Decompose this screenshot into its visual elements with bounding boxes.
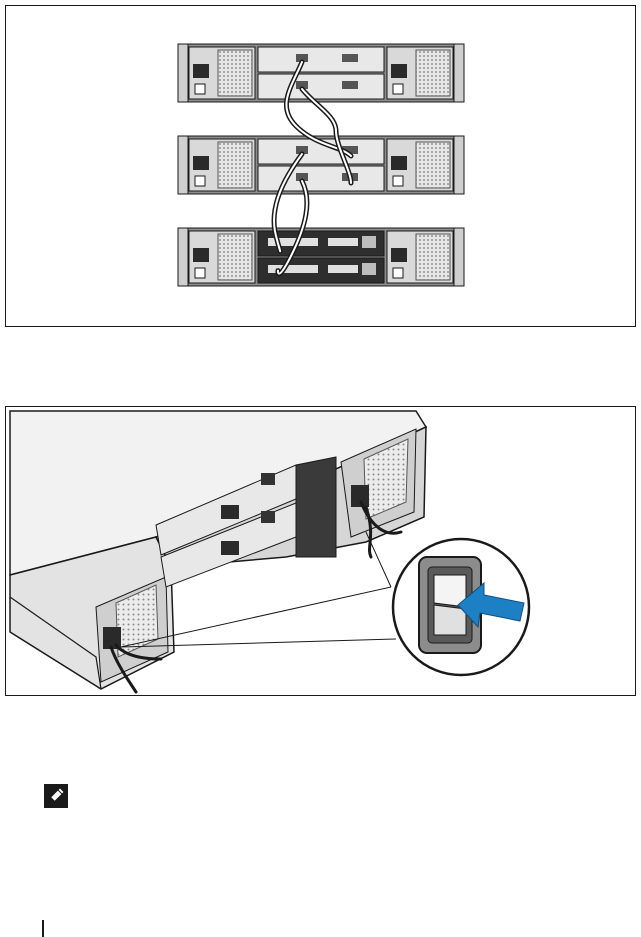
- power-switch-figure: [5, 406, 636, 696]
- cabling-diagram-figure: [5, 5, 636, 327]
- cabling-diagram-svg: [6, 6, 637, 328]
- footer-rule: [42, 920, 44, 937]
- power-switch-svg: [6, 407, 637, 697]
- enclosure-bottom: [178, 228, 464, 286]
- note-pencil-icon: [44, 784, 68, 808]
- enclosure-top: [178, 44, 464, 102]
